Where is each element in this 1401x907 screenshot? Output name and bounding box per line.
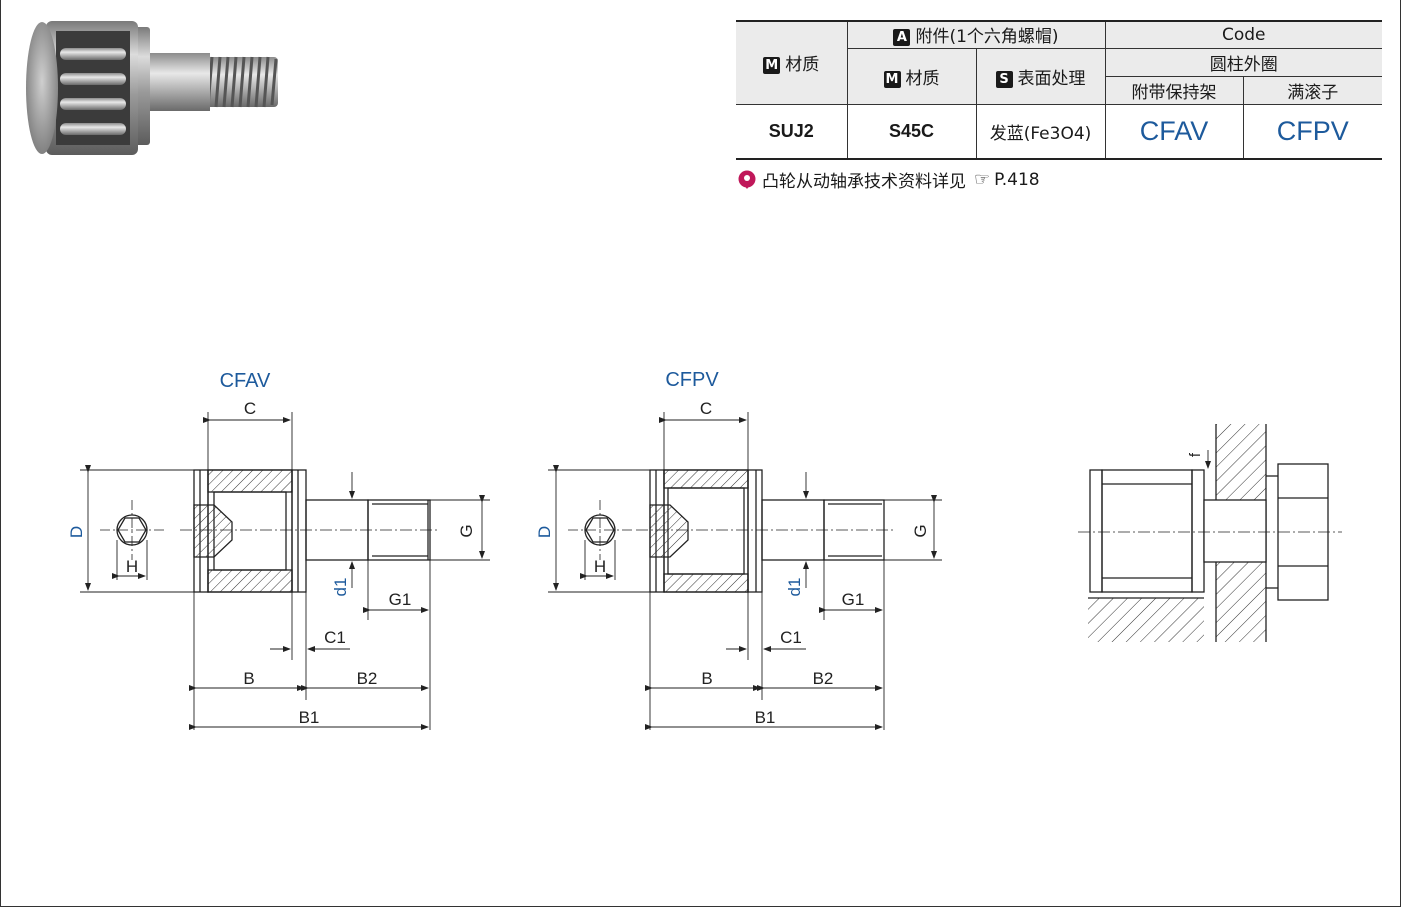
cfav-dim-c1: C1 — [324, 628, 346, 647]
mounting-dim-f: f — [1187, 452, 1204, 457]
material-value: SUJ2 — [736, 103, 848, 160]
cfpv-drawing — [548, 412, 942, 730]
code-cfav: CFAV — [1104, 103, 1244, 160]
note-text: 凸轮从动轴承技术资料详见 — [762, 172, 966, 192]
cfpv-dim-g: G — [911, 524, 930, 537]
badge-m-icon: M — [883, 70, 901, 88]
cfav-drawing — [80, 412, 490, 730]
surface-treatment-value: 发蓝(Fe3O4) — [975, 103, 1106, 160]
cfpv-dim-b: B — [701, 669, 712, 688]
cfpv-title: CFPV — [665, 369, 719, 391]
badge-s-icon: S — [995, 70, 1013, 88]
tech-note: 凸轮从动轴承技术资料详见 ☞ P.418 — [737, 167, 1040, 192]
cfpv-dim-d1: d1 — [785, 578, 804, 597]
cfav-dim-g1: G1 — [389, 590, 412, 609]
cfpv-dim-c: C — [700, 399, 712, 418]
code-subheader: 圆柱外圈 — [1104, 47, 1382, 77]
note-page-ref[interactable]: P.418 — [994, 169, 1040, 190]
cfav-dim-d: D — [67, 526, 86, 538]
cfav-dim-b: B — [243, 669, 254, 688]
cfpv-dim-b1: B1 — [755, 708, 776, 727]
cfpv-dim-d: D — [535, 526, 554, 538]
cfpv-dim-h: H — [594, 557, 606, 576]
code-header: Code — [1104, 20, 1382, 49]
cfav-dim-c: C — [244, 399, 256, 418]
pointing-hand-icon: ☞ — [974, 169, 991, 190]
cfav-dim-b2: B2 — [357, 669, 378, 688]
map-pin-icon — [738, 170, 756, 189]
code-col-cage: 附带保持架 — [1104, 75, 1244, 105]
cfpv-dim-b2: B2 — [813, 669, 834, 688]
cfav-title: CFAV — [220, 370, 271, 392]
cfav-dim-g: G — [457, 524, 476, 537]
product-photo — [26, 21, 278, 155]
accessory-material-value: S45C — [846, 103, 977, 160]
cfav-dim-h: H — [126, 557, 138, 576]
cfpv-dim-c1: C1 — [780, 628, 802, 647]
cfpv-dim-g1: G1 — [842, 590, 865, 609]
code-cfpv: CFPV — [1242, 103, 1382, 160]
cfav-dim-b1: B1 — [299, 708, 320, 727]
code-col-full: 满滚子 — [1242, 75, 1382, 105]
cfav-dim-d1: d1 — [331, 578, 350, 597]
badge-m-icon: M — [763, 57, 781, 75]
mounting-drawing — [1078, 424, 1342, 642]
badge-a-icon: A — [893, 29, 911, 47]
